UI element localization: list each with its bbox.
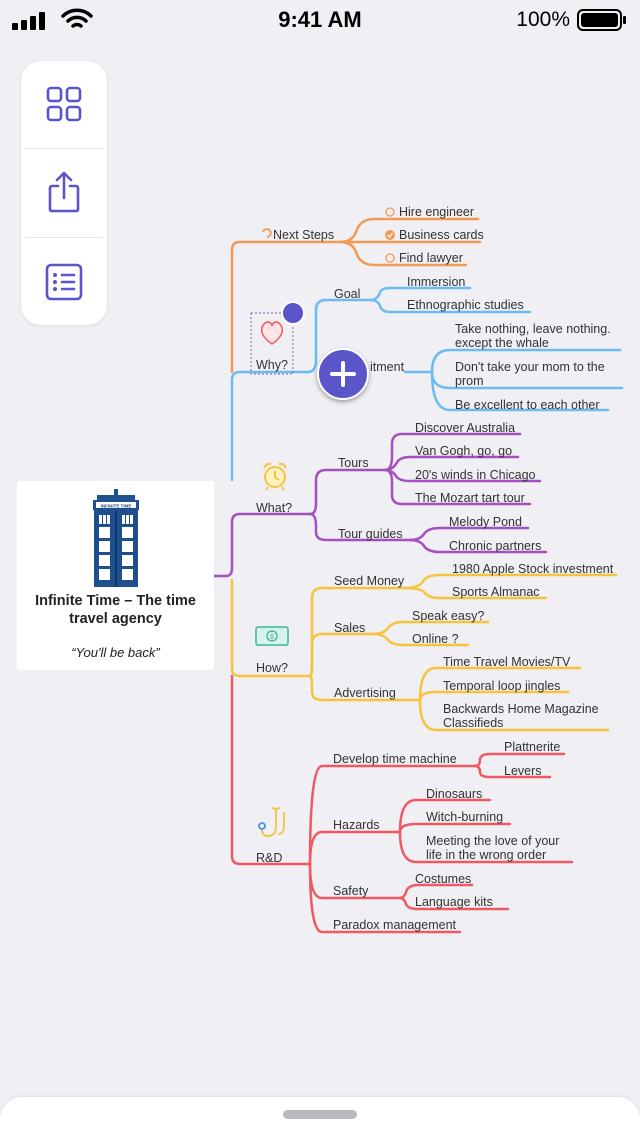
root-node-subtitle: “You'll be back” [71,645,160,660]
node-paradox-management[interactable]: Paradox management [333,918,456,932]
node-tours[interactable]: Tours [338,456,369,470]
side-toolbar [21,61,107,325]
plus-icon [330,361,356,387]
node-love-wrong-order[interactable]: Meeting the love of your life in the wro… [426,834,560,862]
svg-text:$: $ [270,634,274,641]
node-hazards[interactable]: Hazards [333,818,380,832]
node-goal[interactable]: Goal [334,287,361,301]
branch-next-steps[interactable]: Next Steps [273,228,335,242]
rnd-branch-lines [230,674,574,934]
wifi-icon [61,8,93,28]
clock: 9:41 AM [278,7,362,32]
stethoscope-icon [258,807,285,837]
node-immersion[interactable]: Immersion [407,275,466,289]
why-selection-box [250,312,294,375]
node-dont-take-mom[interactable]: Don't take your mom to the prom [455,360,605,388]
branch-how[interactable]: How? [256,661,288,675]
money-icon: $ [255,626,289,646]
task-find-lawyer[interactable]: Find lawyer [399,251,463,265]
status-bar: 9:41 AM 100% [0,0,640,40]
share-button[interactable] [21,149,107,235]
toolbar-divider [25,148,103,149]
node-be-excellent[interactable]: Be excellent to each other [455,398,600,412]
svg-text:INFINITE TIME: INFINITE TIME [101,504,132,509]
node-tour-guides[interactable]: Tour guides [338,527,403,541]
why-branch-lines [230,286,624,482]
in-progress-icon [262,228,272,238]
node-dinosaurs[interactable]: Dinosaurs [426,787,483,801]
task-business-cards[interactable]: Business cards [399,228,484,242]
node-costumes[interactable]: Costumes [415,872,472,886]
branch-rnd[interactable]: R&D [256,851,283,865]
todo-circle-icon [385,207,395,217]
node-apple-stock[interactable]: 1980 Apple Stock investment [452,562,614,576]
node-20s-winds[interactable]: 20's winds in Chicago [415,468,536,482]
node-time-travel-movies[interactable]: Time Travel Movies/TV [443,655,571,669]
what-branch-lines [212,432,548,578]
node-melody-pond[interactable]: Melody Pond [449,515,522,529]
branch-what[interactable]: What? [256,501,293,515]
node-online[interactable]: Online ? [412,632,459,646]
node-plattnerite[interactable]: Plattnerite [504,740,561,754]
node-develop-time-machine[interactable]: Develop time machine [333,752,457,766]
node-sales[interactable]: Sales [334,621,366,635]
todo-circle-icon [385,253,395,263]
node-witch-burning[interactable]: Witch-burning [426,810,504,824]
bottom-sheet[interactable] [0,1097,640,1136]
task-hire-engineer[interactable]: Hire engineer [399,205,475,219]
add-node-button[interactable] [317,348,369,400]
root-node-title: Infinite Time – The time travel agency [35,593,196,627]
outline-list-icon [45,263,83,301]
node-sports-almanac[interactable]: Sports Almanac [452,585,540,599]
outline-button[interactable] [21,239,107,325]
node-language-kits[interactable]: Language kits [415,895,493,909]
heart-icon [260,321,284,345]
battery-percent: 100% [516,8,570,31]
node-seed-money[interactable]: Seed Money [334,574,405,588]
share-icon [48,171,80,213]
next-steps-branch-lines [230,217,482,374]
done-check-icon [385,230,395,240]
node-commitment[interactable]: itment [370,360,405,374]
grid-view-button[interactable] [21,61,107,147]
sheet-grabber[interactable] [283,1110,357,1119]
battery-icon [577,9,626,31]
how-branch-lines [230,573,618,732]
node-discover-australia[interactable]: Discover Australia [415,421,516,435]
node-van-gogh[interactable]: Van Gogh, go, go [415,444,513,458]
selection-handle [281,301,305,325]
node-ethnographic-studies[interactable]: Ethnographic studies [407,298,524,312]
node-temporal-loop[interactable]: Temporal loop jingles [443,679,561,693]
tardis-icon: INFINITE TIME [93,489,139,587]
alarm-clock-icon [263,462,287,491]
node-chronic-partners[interactable]: Chronic partners [449,539,542,553]
toolbar-divider [25,237,103,238]
cellular-signal-icon [12,12,45,30]
node-advertising[interactable]: Advertising [334,686,396,700]
node-levers[interactable]: Levers [504,764,542,778]
node-mozart-tour[interactable]: The Mozart tart tour [415,491,525,505]
node-backwards-home[interactable]: Backwards Home Magazine Classifieds [443,702,599,730]
branch-why[interactable]: Why? [256,358,288,372]
node-safety[interactable]: Safety [333,884,369,898]
root-node-card[interactable]: INFINITE TIME Infinite Time – The time t… [17,481,214,670]
node-take-nothing[interactable]: Take nothing, leave nothing. except the … [455,322,611,350]
grid-icon [46,86,82,122]
node-speak-easy[interactable]: Speak easy? [412,609,485,623]
